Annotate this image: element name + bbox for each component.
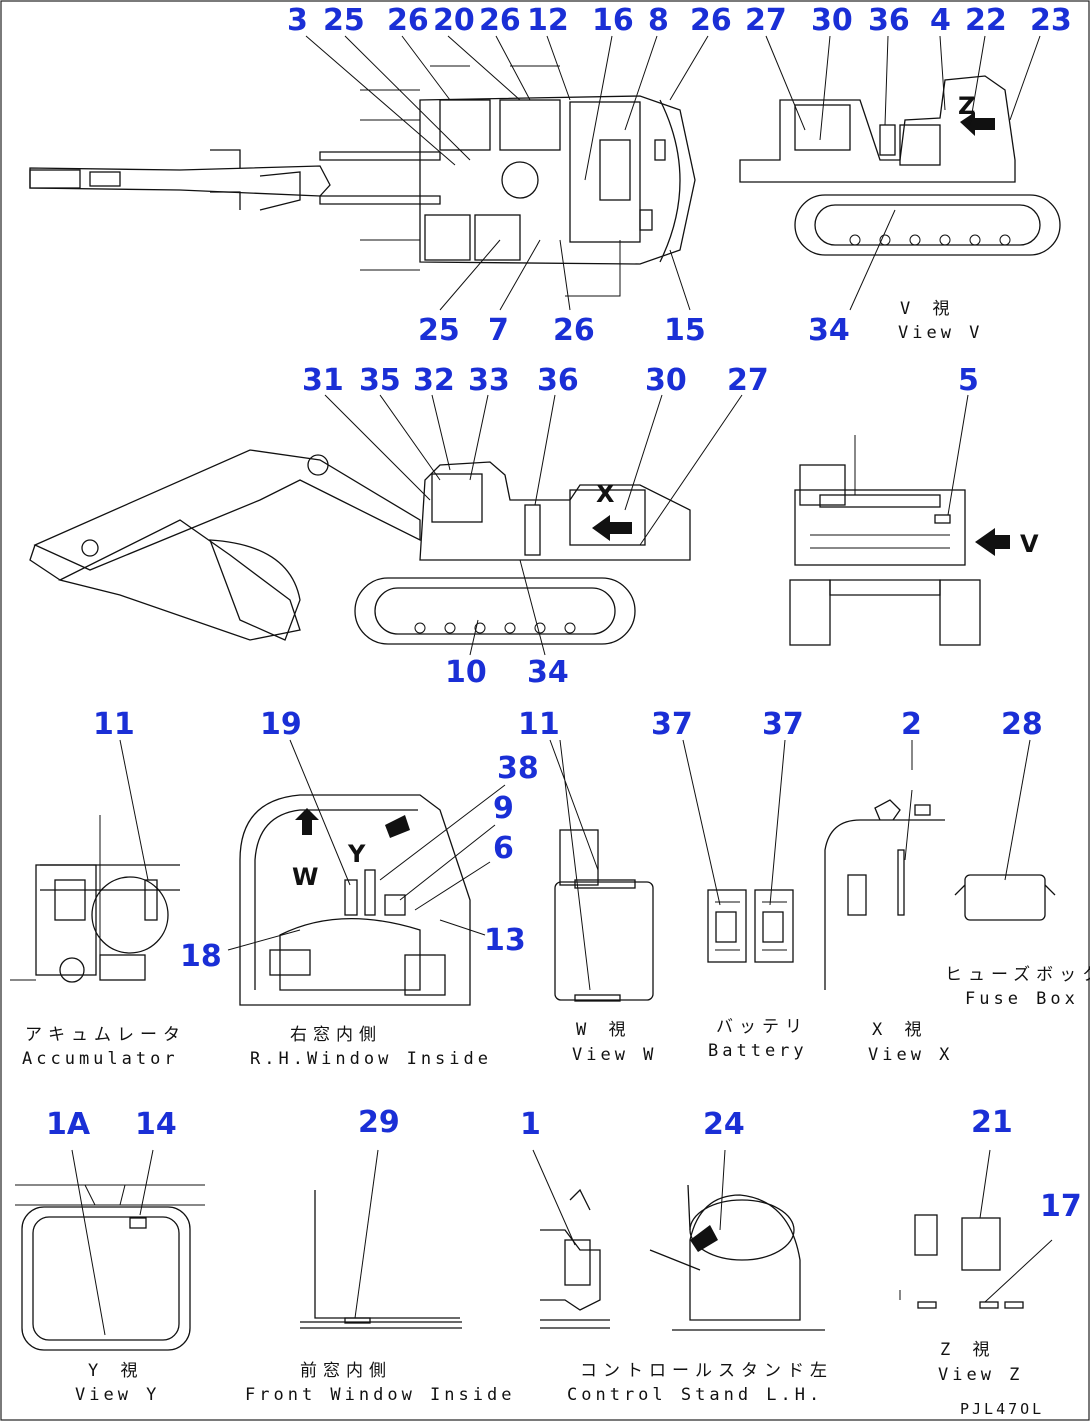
callout-1a: 1A: [46, 1107, 91, 1142]
callout-21: 21: [971, 1105, 1013, 1140]
callout-10: 10: [445, 655, 487, 690]
caption-view-x-jp: X 視: [872, 1020, 927, 1040]
callout-28: 28: [1001, 707, 1043, 742]
side-x-label: X: [596, 480, 615, 508]
callout-2: 2: [901, 707, 922, 742]
callout-17: 17: [1040, 1189, 1082, 1224]
callout-7: 7: [488, 313, 509, 348]
callout-27: 27: [727, 363, 769, 398]
side-view-drawing: X: [29, 394, 743, 656]
view-w-drawing: [549, 739, 654, 1002]
callout-1: 1: [520, 1107, 541, 1142]
caption-front-window-en: Front Window Inside: [245, 1385, 515, 1405]
caption-front-window-jp: 前窓内側: [300, 1361, 392, 1381]
top-plan-view: [29, 35, 709, 311]
caption-accumulator-jp: アキュムレータ: [25, 1025, 186, 1045]
callout-20: 20: [433, 3, 475, 38]
caption-view-w-jp: W 視: [576, 1020, 631, 1040]
callout-9: 9: [493, 791, 514, 826]
callout-37: 37: [762, 707, 804, 742]
caption-view-v-en: View V: [898, 323, 983, 343]
callout-26: 26: [387, 3, 429, 38]
callout-32: 32: [413, 363, 455, 398]
caption-view-y-en: View Y: [75, 1385, 160, 1405]
callout-group: 3 25 26 20 26 12 16 8 26 25 7 26 15 27 3…: [46, 3, 1082, 1224]
callout-25: 25: [323, 3, 365, 38]
callout-24: 24: [703, 1107, 745, 1142]
callout-8: 8: [648, 3, 669, 38]
callout-11: 11: [518, 707, 560, 742]
front-window-drawing: [300, 1149, 462, 1329]
callout-25: 25: [418, 313, 460, 348]
caption-view-x-en: View X: [868, 1045, 953, 1065]
callout-4: 4: [930, 3, 951, 38]
view-x-drawing: [824, 740, 945, 990]
callout-22: 22: [965, 3, 1007, 38]
callout-23: 23: [1030, 3, 1072, 38]
caption-view-w-en: View W: [572, 1045, 657, 1065]
caption-view-y-jp: Y 視: [88, 1361, 143, 1381]
callout-6: 6: [493, 831, 514, 866]
caption-rh-window-en: R.H.Window Inside: [250, 1049, 492, 1069]
caption-fuse-box-jp: ヒューズボックス: [945, 965, 1090, 985]
callout-18: 18: [180, 939, 222, 974]
battery-drawing: [682, 739, 794, 963]
callout-36: 36: [868, 3, 910, 38]
callout-34: 34: [527, 655, 569, 690]
callout-14: 14: [135, 1107, 177, 1142]
caption-fuse-box-en: Fuse Box: [965, 989, 1079, 1009]
callout-27: 27: [745, 3, 787, 38]
control-stand-drawing: [532, 1149, 825, 1331]
caption-rh-window-jp: 右窓内側: [290, 1025, 382, 1045]
callout-30: 30: [645, 363, 687, 398]
callout-5: 5: [958, 363, 979, 398]
window-w-label: W: [292, 863, 318, 891]
callout-38: 38: [497, 751, 539, 786]
callout-3: 3: [287, 3, 308, 38]
accumulator-drawing: [10, 739, 180, 983]
callout-26: 26: [690, 3, 732, 38]
callout-13: 13: [484, 923, 526, 958]
callout-29: 29: [358, 1105, 400, 1140]
view-v-z-label: Z: [958, 92, 975, 120]
callout-11: 11: [93, 707, 135, 742]
callout-26: 26: [479, 3, 521, 38]
caption-group: V 視 View V アキュムレータ Accumulator 右窓内側 R.H.…: [22, 299, 1090, 1418]
caption-control-stand-jp: コントロールスタンド左: [580, 1361, 833, 1381]
callout-16: 16: [592, 3, 634, 38]
caption-battery-jp: バッテリ: [716, 1017, 808, 1037]
caption-view-v-jp: V 視: [900, 299, 955, 319]
callout-34: 34: [808, 313, 850, 348]
callout-31: 31: [302, 363, 344, 398]
caption-accumulator-en: Accumulator: [22, 1049, 179, 1069]
rear-view-drawing: V: [789, 394, 1039, 646]
rear-v-label: V: [1020, 530, 1039, 558]
callout-15: 15: [664, 313, 706, 348]
caption-view-z-en: View Z: [938, 1365, 1023, 1385]
drawing-code: PJL47OL: [960, 1400, 1044, 1418]
callout-33: 33: [468, 363, 510, 398]
caption-battery-en: Battery: [708, 1041, 808, 1061]
callout-35: 35: [359, 363, 401, 398]
rh-window-drawing: W Y: [227, 739, 506, 1006]
view-y-drawing: [15, 1149, 205, 1351]
fuse-box-drawing: [954, 739, 1056, 921]
callout-26: 26: [553, 313, 595, 348]
callout-12: 12: [527, 3, 569, 38]
callout-37: 37: [651, 707, 693, 742]
caption-view-z-jp: Z 視: [940, 1340, 995, 1360]
window-y-label: Y: [347, 840, 366, 868]
view-z-drawing: [899, 1149, 1053, 1309]
callout-30: 30: [811, 3, 853, 38]
callout-36: 36: [537, 363, 579, 398]
callout-19: 19: [260, 707, 302, 742]
caption-control-stand-en: Control Stand L.H.: [567, 1385, 823, 1405]
view-v-drawing: Z: [739, 35, 1061, 311]
